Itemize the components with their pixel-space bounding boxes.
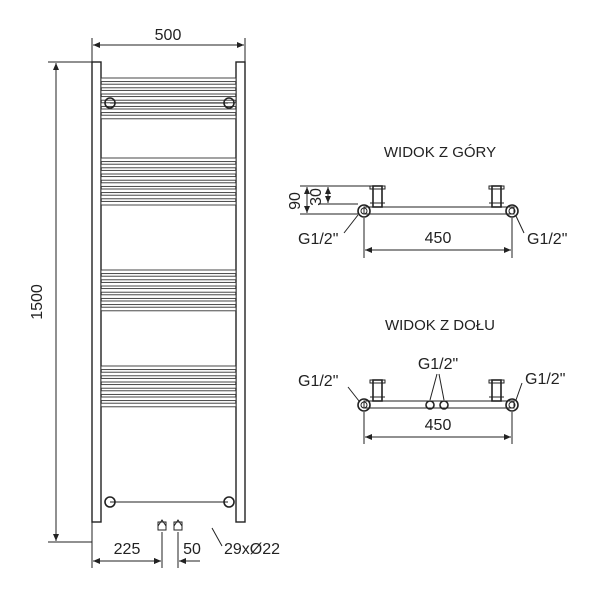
horizontal-tube (100, 188, 237, 194)
horizontal-tube (100, 365, 237, 371)
height-label: 1500 (29, 284, 46, 320)
left-rail (91, 61, 102, 523)
horizontal-tube (100, 96, 237, 101)
horizontal-tube (100, 294, 237, 299)
horizontal-tubes (100, 77, 237, 408)
horizontal-tube (100, 288, 237, 293)
horizontal-tube (100, 89, 237, 95)
horizontal-tube (100, 108, 237, 114)
bottom-connection-right (173, 519, 183, 531)
bottom-middle-thread-label: G1/2" (418, 356, 458, 373)
horizontal-tube (100, 163, 237, 169)
bottom-view-connection-middle-left (425, 400, 435, 410)
horizontal-tube (100, 281, 237, 287)
bottom-view-connection-right (505, 398, 519, 412)
bottom-view-title: WIDOK Z DOŁU (385, 317, 495, 334)
tubes-leader-line (211, 527, 223, 547)
top-view-title: WIDOK Z GÓRY (384, 144, 496, 161)
offset-label: 30 (308, 188, 325, 206)
tubes-label: 29xØ22 (224, 541, 280, 558)
top-spacing-label: 450 (425, 230, 452, 247)
top-view-connection-left (357, 204, 371, 218)
bottom-view-body (363, 400, 515, 409)
bottom-view: WIDOK Z DOŁU G1/2" G1/2" G1/2" 450 (298, 317, 565, 444)
horizontal-tube (100, 300, 237, 306)
horizontal-tube (100, 77, 237, 83)
left-offset-label: 225 (114, 541, 141, 558)
horizontal-tube (100, 176, 237, 181)
horizontal-tube (100, 83, 237, 89)
front-view: 500 1500 225 50 29xØ22 (29, 27, 280, 568)
horizontal-tube (100, 390, 237, 395)
bottom-bracket (104, 496, 235, 508)
bottom-spacing-label: 450 (425, 417, 452, 434)
horizontal-tube (100, 200, 237, 206)
horizontal-tube (100, 396, 237, 402)
horizontal-tube (100, 306, 237, 312)
horizontal-tube (100, 114, 237, 120)
horizontal-tube (100, 269, 237, 275)
bottom-connection-left (157, 519, 167, 531)
bottom-view-connection-left (357, 398, 371, 412)
bottom-view-connection-middle-right (439, 400, 449, 410)
horizontal-tube (100, 275, 237, 281)
depth-label: 90 (287, 192, 304, 210)
horizontal-tube (100, 377, 237, 383)
right-rail (235, 61, 246, 523)
top-view-connection-right (505, 204, 519, 218)
width-label: 500 (155, 27, 182, 44)
bottom-right-thread-label: G1/2" (525, 371, 565, 388)
top-bracket (104, 97, 235, 109)
bottom-left-thread-label: G1/2" (298, 373, 338, 390)
top-right-thread-label: G1/2" (527, 231, 567, 248)
top-view-body (363, 206, 515, 215)
top-view: WIDOK Z GÓRY 90 30 G1/2" G1/2" 450 (287, 144, 567, 258)
horizontal-tube (100, 384, 237, 389)
horizontal-tube (100, 402, 237, 408)
horizontal-tube (100, 194, 237, 200)
horizontal-tube (100, 371, 237, 377)
horizontal-tube (100, 157, 237, 163)
connection-spacing-label: 50 (183, 541, 201, 558)
horizontal-tube (100, 169, 237, 175)
horizontal-tube (100, 182, 237, 187)
top-left-thread-label: G1/2" (298, 231, 338, 248)
